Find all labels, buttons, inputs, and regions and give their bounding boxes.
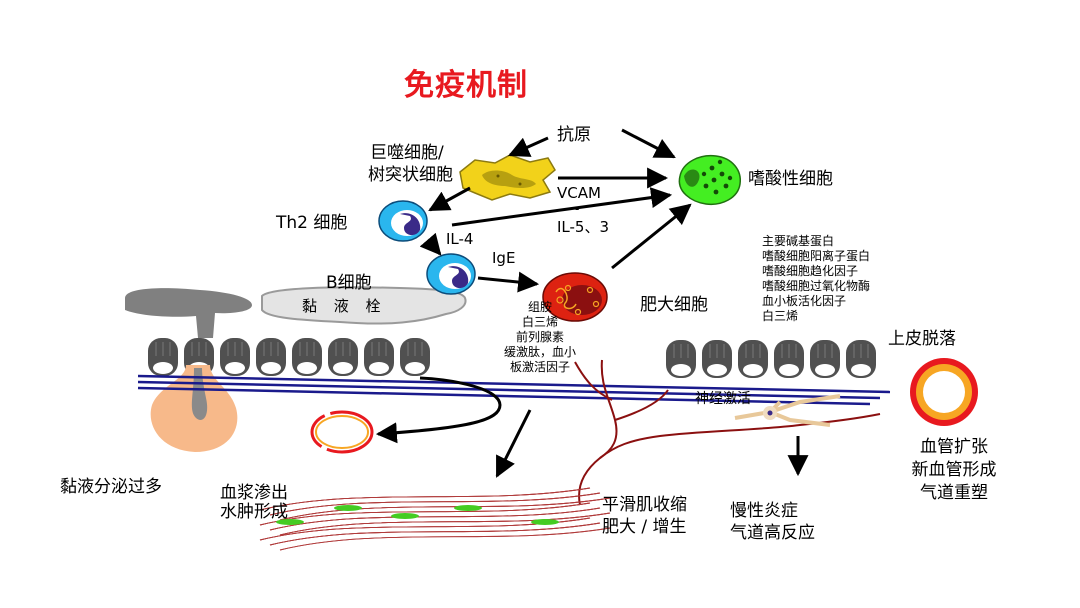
epithelial-cell-nucleus	[153, 362, 173, 374]
mast-mediator-item: 组胺	[527, 300, 552, 314]
muscle-nucleus	[531, 519, 559, 525]
arrow-th2-bcell	[419, 232, 442, 256]
epithelial-cell-nucleus	[815, 364, 835, 376]
arrow-bcell-mast	[477, 271, 540, 293]
mast-mediator-item: 缓激肽，血小	[503, 345, 576, 359]
epithelial-cell-nucleus	[297, 362, 317, 374]
smooth-muscle-layer	[259, 487, 611, 551]
mast-mediator-item: 白三烯	[521, 315, 558, 329]
eos-mediator-item: 主要碱基蛋白	[762, 234, 835, 248]
vascular-label-2: 新血管形成	[911, 460, 997, 480]
muscle-fiber	[269, 507, 601, 531]
b-cell-label: B细胞	[326, 273, 372, 293]
epithelium-right	[666, 340, 876, 378]
il4-label: IL-4	[446, 230, 474, 248]
muscle-fiber	[259, 502, 591, 526]
epithelial-cell-nucleus	[851, 364, 871, 376]
macrophage-label-1: 巨噬细胞/	[370, 143, 444, 163]
nerve-fibers	[574, 359, 881, 506]
mast-cell-label: 肥大细胞	[640, 295, 708, 315]
mast-mediator-item: 板激活因子	[509, 360, 570, 374]
epithelial-cell-nucleus	[779, 364, 799, 376]
epithelial-cell-nucleus	[707, 364, 727, 376]
muscle-fiber	[269, 492, 601, 516]
muscle-nucleus	[334, 505, 362, 511]
eos-mediator-item: 嗜酸细胞阳离子蛋白	[762, 249, 871, 263]
epithelial-shedding-label: 上皮脱落	[888, 329, 956, 349]
eos-mediator-item: 嗜酸细胞趋化因子	[762, 264, 859, 278]
muscle-fiber	[279, 527, 611, 551]
plasma-label-1: 血浆渗出	[220, 483, 288, 503]
antigen-label: 抗原	[557, 125, 591, 145]
goblet-gland-icon	[150, 365, 238, 452]
vcam-dash: -	[575, 202, 580, 216]
arrow-antigen-eosinophil	[621, 128, 676, 159]
eos-mediator-item: 嗜酸细胞过氧化物酶	[762, 279, 871, 293]
vessel-ring-icon	[910, 358, 978, 426]
epithelial-cell-nucleus	[261, 362, 281, 374]
vcam-label: VCAM	[557, 184, 601, 202]
arrow-to-muscle	[495, 409, 532, 478]
epithelial-cell-nucleus	[743, 364, 763, 376]
eos-mediator-item: 血小板活化因子	[762, 294, 847, 308]
eosinophil-label: 嗜酸性细胞	[748, 169, 833, 189]
mast-cell-icon	[542, 272, 608, 322]
page-title: 免疫机制	[404, 68, 528, 103]
macrophage-cell-icon	[459, 154, 556, 201]
smooth-muscle-label-2: 肥大 / 增生	[602, 517, 687, 537]
il5-label: IL-5、3	[557, 218, 610, 236]
th2-cell-icon	[378, 200, 428, 242]
epithelial-cell-nucleus	[333, 362, 353, 374]
smooth-muscle-label-1: 平滑肌收缩	[602, 495, 687, 515]
mucus-plug-shape	[261, 286, 467, 325]
arrow-th2-eosinophil	[451, 187, 673, 227]
plasma-label-2: 水肿形成	[220, 502, 288, 522]
eos-mediator-item: 白三烯	[762, 309, 799, 323]
arrows	[375, 128, 809, 478]
eosinophil-cell-icon	[678, 154, 741, 206]
muscle-fiber	[259, 487, 591, 511]
vascular-label-1: 血管扩张	[920, 437, 988, 457]
mast-mediators: 组胺 白三烯 前列腺素 缓激肽，血小 板激活因子	[490, 300, 590, 375]
neural-activation-label: 神经激活	[695, 391, 751, 407]
b-cell-icon	[426, 253, 476, 295]
muscle-nucleus	[454, 505, 482, 511]
eosinophil-mediators: 主要碱基蛋白 嗜酸细胞阳离子蛋白 嗜酸细胞趋化因子 嗜酸细胞过氧化物酶 血小板活…	[762, 234, 870, 324]
leaky-vessel-icon	[310, 410, 374, 454]
basement-lines	[137, 374, 891, 406]
neuron-icon	[734, 394, 841, 427]
muscle-fiber	[279, 497, 611, 521]
epithelial-cell-nucleus	[369, 362, 389, 374]
muscle-fiber	[279, 512, 611, 536]
mucus-plug-label: 黏 液 栓	[302, 297, 387, 315]
muscle-nucleus	[391, 513, 419, 519]
ige-label: IgE	[492, 249, 516, 267]
muscle-fiber	[269, 522, 601, 546]
muscle-nucleus	[276, 519, 304, 525]
th2-label: Th2 细胞	[276, 213, 348, 233]
epithelial-cell-nucleus	[225, 362, 245, 374]
epithelial-cell-nucleus	[405, 362, 425, 374]
mucus-cap-shape	[125, 288, 252, 338]
arrow-mast-eosinophil	[611, 203, 692, 270]
macrophage-label-2: 树突状细胞	[368, 165, 453, 185]
mucus-hypersecretion-label: 黏液分泌过多	[60, 477, 162, 497]
chronic-label-2: 气道高反应	[730, 523, 815, 543]
epithelial-cell-nucleus	[671, 364, 691, 376]
mast-mediator-item: 前列腺素	[515, 330, 564, 344]
arrow-macrophage-th2	[428, 186, 471, 212]
arrow-to-leaky-vessel	[375, 376, 502, 444]
chronic-label-1: 慢性炎症	[730, 501, 798, 521]
vascular-label-3: 气道重塑	[920, 483, 988, 503]
arrow-antigen-macrophage	[508, 136, 549, 157]
